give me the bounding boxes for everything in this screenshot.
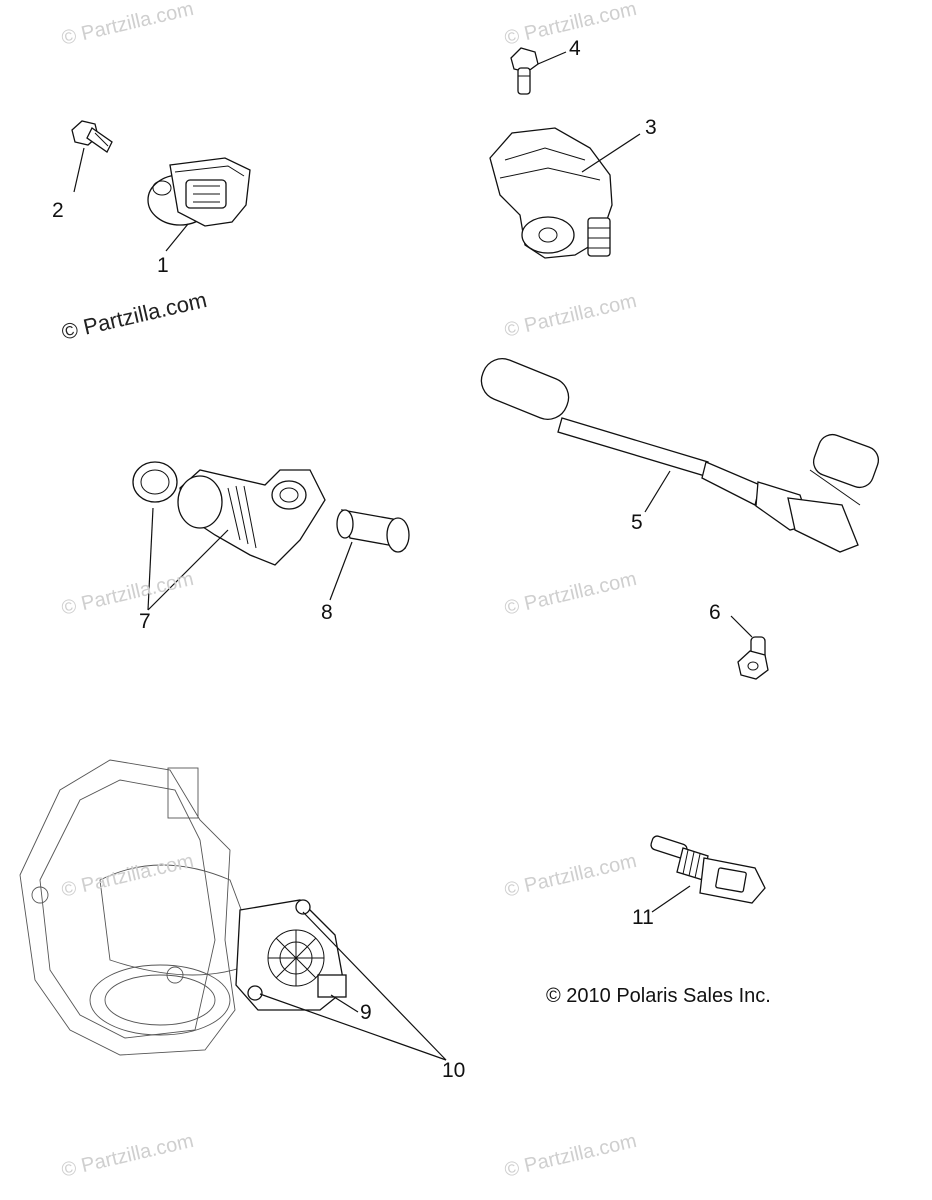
sensor-part-7[interactable]: [132, 461, 326, 566]
callout-9: 9: [360, 1001, 372, 1024]
callout-6: 6: [709, 601, 721, 624]
sensor-part-3[interactable]: [489, 127, 613, 259]
callout-4: 4: [569, 37, 581, 60]
bolt-part-4[interactable]: [510, 47, 539, 95]
callout-2: 2: [52, 199, 64, 222]
bolt-part-2[interactable]: [71, 120, 113, 153]
callout-3: 3: [645, 116, 657, 139]
callout-1: 1: [157, 254, 169, 277]
callout-10: 10: [442, 1059, 466, 1082]
bolt-part-6[interactable]: [737, 636, 769, 680]
sensor-part-5[interactable]: [475, 353, 882, 553]
sensor-part-1[interactable]: [147, 157, 251, 227]
throttle-body-assembly[interactable]: [19, 759, 347, 1056]
spacer-part-8[interactable]: [336, 509, 410, 553]
callout-7: 7: [139, 610, 151, 633]
callout-8: 8: [321, 601, 333, 624]
copyright-notice: © 2010 Polaris Sales Inc.: [546, 985, 771, 1007]
callout-11: 11: [632, 906, 654, 929]
sensor-part-11[interactable]: [650, 835, 766, 904]
leader-lines: [73, 51, 753, 1061]
callout-5: 5: [631, 511, 643, 534]
